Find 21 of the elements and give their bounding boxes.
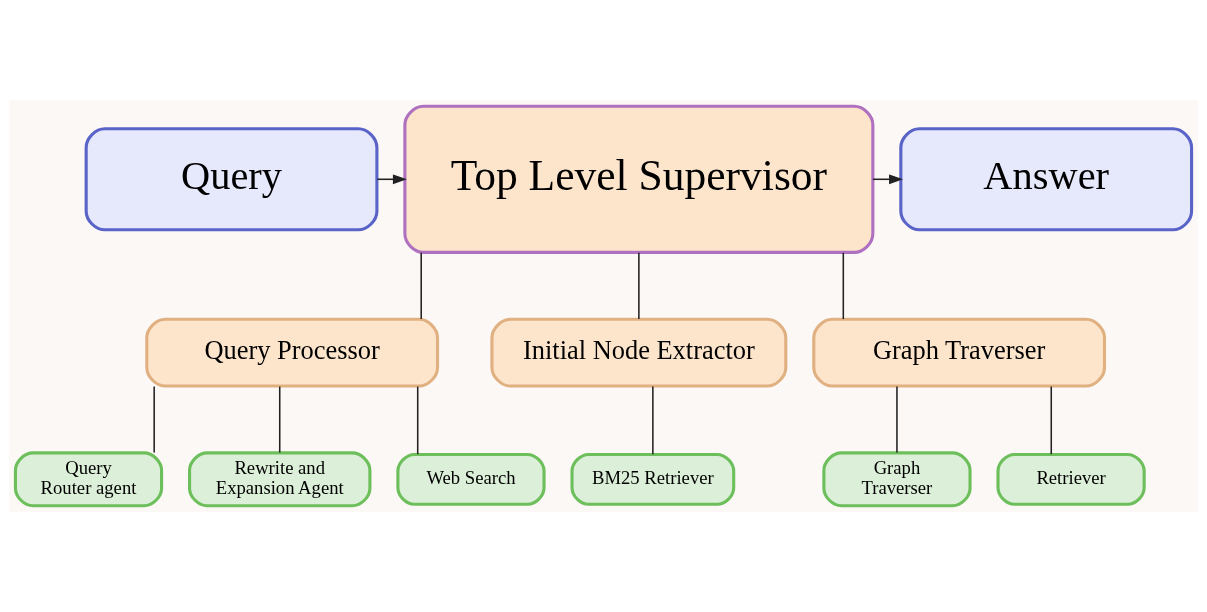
node-box: Graph Traverser xyxy=(822,451,972,508)
connector xyxy=(420,252,422,320)
node-box: Web Search xyxy=(396,452,546,506)
node-box: Answer xyxy=(899,127,1194,232)
connector xyxy=(153,385,155,454)
connector xyxy=(1050,385,1053,455)
connector xyxy=(416,385,419,455)
node-box: Top Level Supervisor xyxy=(403,104,875,254)
connector xyxy=(638,252,640,320)
node-box: Rewrite and Expansion Agent xyxy=(188,451,372,508)
node-box: Initial Node Extractor xyxy=(490,317,788,388)
node-box: BM25 Retriever xyxy=(570,452,736,506)
connector xyxy=(278,385,281,454)
node-box: Query Router agent xyxy=(13,451,164,508)
node-box: Graph Traverser xyxy=(812,317,1107,388)
connector xyxy=(652,385,654,455)
connector xyxy=(896,385,898,454)
connector xyxy=(842,252,845,320)
node-box: Query xyxy=(84,127,379,232)
node-box: Query Processor xyxy=(145,317,440,388)
node-box: Retriever xyxy=(996,452,1146,506)
